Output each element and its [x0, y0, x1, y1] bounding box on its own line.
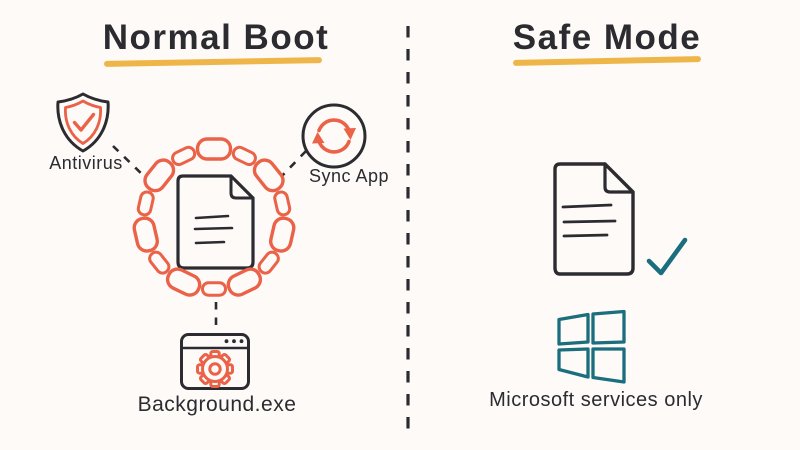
- antivirus-label: Antivirus: [49, 153, 123, 173]
- window-dots: [224, 339, 244, 344]
- chained-document-icon: [132, 137, 296, 297]
- antivirus-shield-icon: [56, 92, 110, 153]
- sync-app-icon: [301, 103, 367, 169]
- safe-document-icon: [553, 162, 635, 276]
- windows-logo-icon: [557, 309, 626, 384]
- services-label: Microsoft services only: [489, 389, 703, 411]
- right-panel-title: Safe Mode: [512, 18, 702, 57]
- app-window-gear-icon: [180, 333, 250, 390]
- sync-connector-line: [279, 150, 307, 179]
- gear-icon: [196, 350, 234, 388]
- process-label: Background.exe: [137, 393, 297, 416]
- left-panel-title: Normal Boot: [102, 18, 330, 57]
- checkmark-icon: [646, 237, 688, 276]
- document-icon: [176, 174, 255, 270]
- sync-app-label: Sync App: [308, 166, 390, 186]
- chain-circle: [132, 137, 296, 297]
